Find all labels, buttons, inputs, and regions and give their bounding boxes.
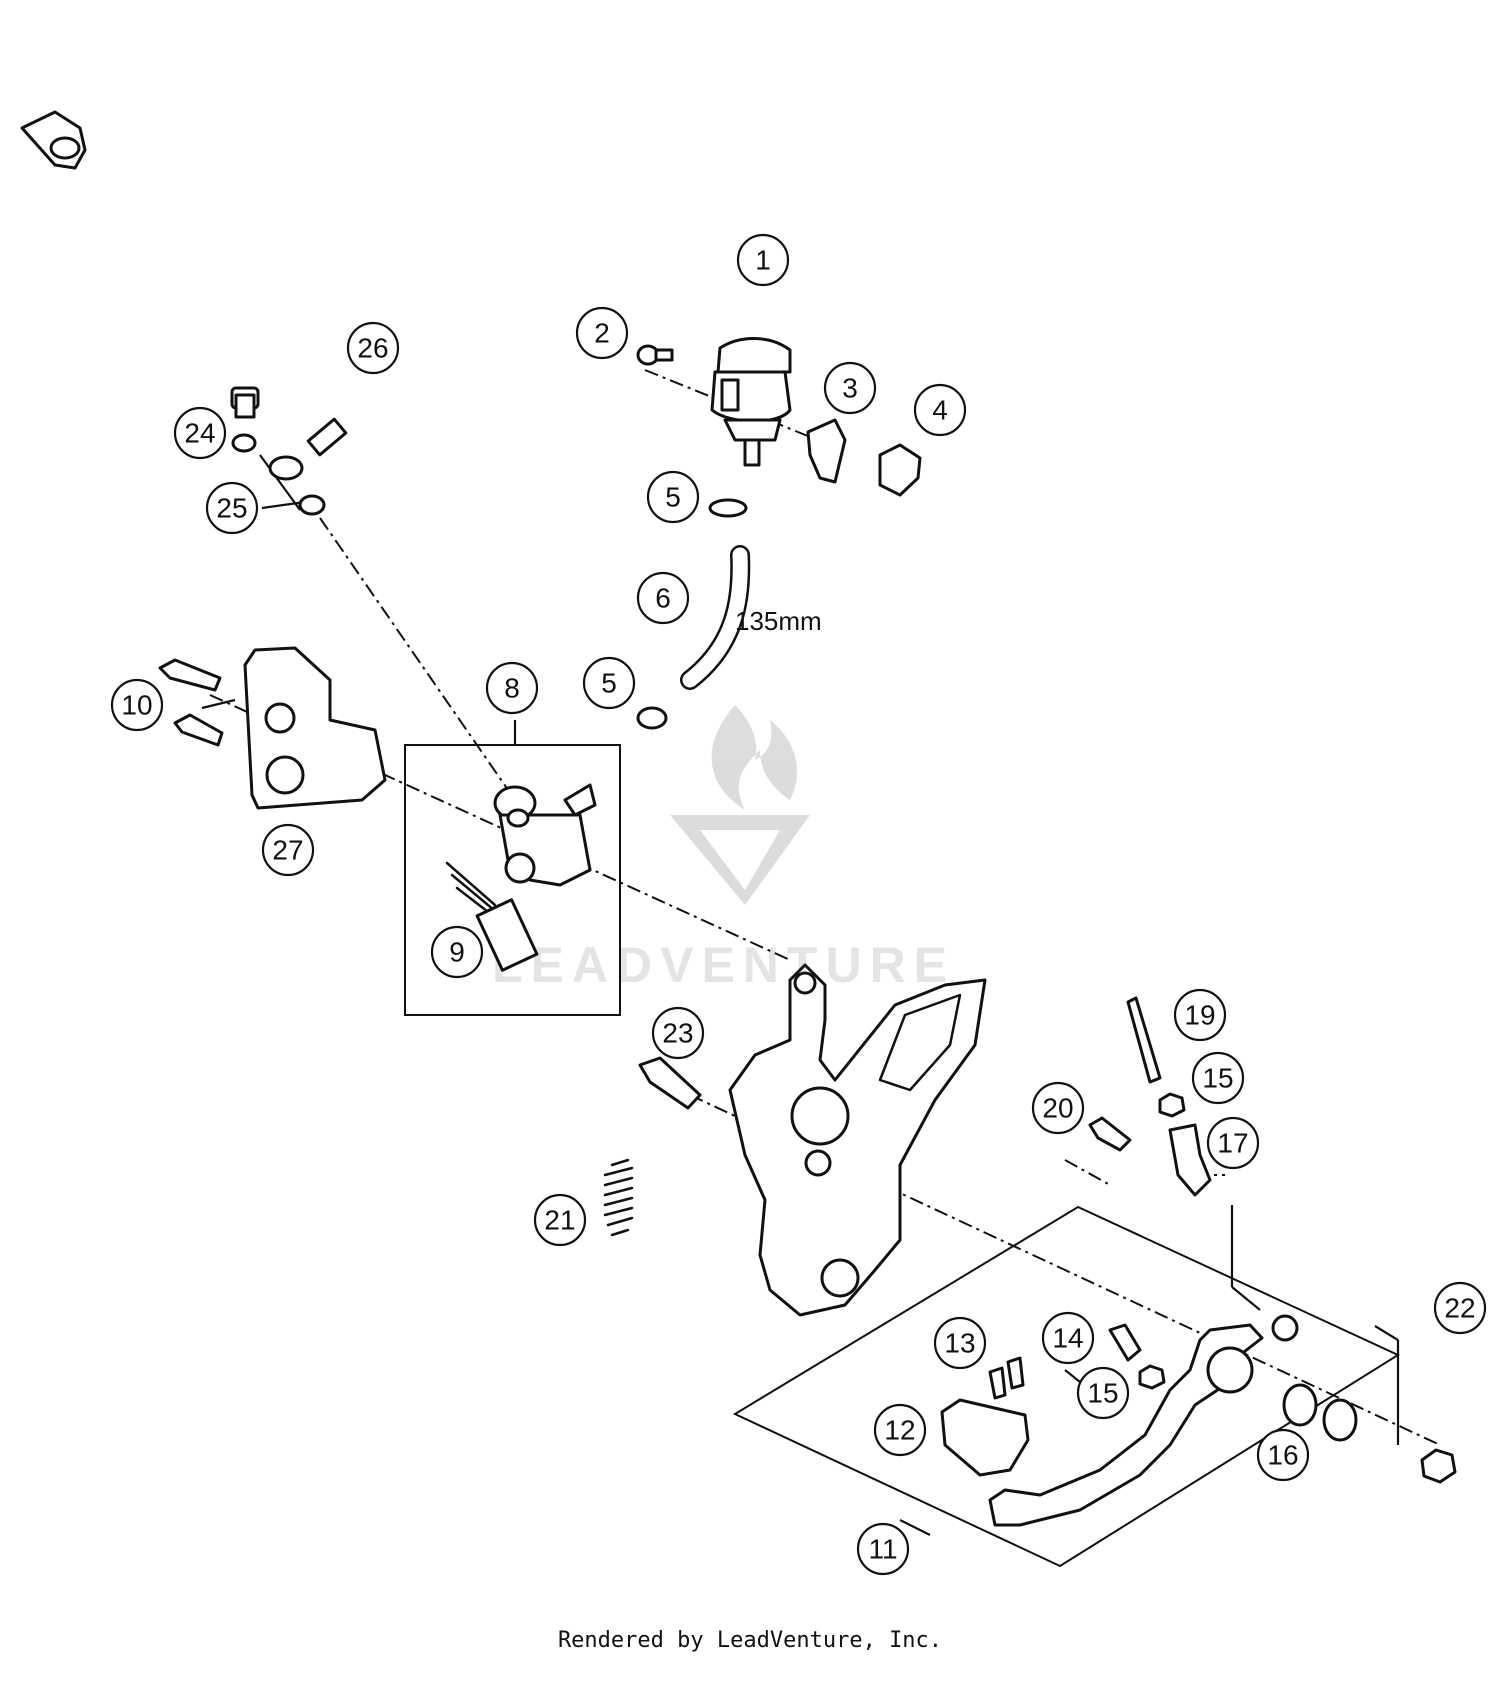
svg-text:22: 22 bbox=[1444, 1293, 1475, 1324]
bleeder-screw bbox=[230, 386, 260, 419]
svg-text:6: 6 bbox=[655, 583, 671, 614]
callout-21: 21 bbox=[533, 1193, 587, 1247]
callout-8: 8 bbox=[485, 661, 539, 715]
svg-text:15: 15 bbox=[1087, 1378, 1118, 1409]
svg-text:16: 16 bbox=[1267, 1440, 1298, 1471]
callout-24: 24 bbox=[173, 406, 227, 460]
svg-text:27: 27 bbox=[272, 835, 303, 866]
callout-14: 14 bbox=[1041, 1311, 1095, 1365]
svg-text:12: 12 bbox=[884, 1415, 915, 1446]
svg-text:5: 5 bbox=[601, 668, 617, 699]
svg-text:10: 10 bbox=[121, 690, 152, 721]
svg-text:19: 19 bbox=[1184, 1000, 1215, 1031]
render-credit: Rendered by LeadVenture, Inc. bbox=[557, 1628, 943, 1653]
svg-text:20: 20 bbox=[1042, 1093, 1073, 1124]
brake-hose bbox=[20, 110, 435, 481]
svg-text:4: 4 bbox=[932, 395, 948, 426]
svg-text:8: 8 bbox=[504, 673, 520, 704]
svg-text:15: 15 bbox=[1202, 1063, 1233, 1094]
callout-10: 10 bbox=[110, 678, 164, 732]
pedal-bushing-right bbox=[1322, 1398, 1358, 1442]
callout-6: 6 bbox=[636, 571, 690, 625]
brake-pedal bbox=[988, 1314, 1299, 1527]
watermark-text: LEADVENTURE bbox=[492, 937, 955, 993]
callout-5-lower: 5 bbox=[582, 656, 636, 710]
svg-text:24: 24 bbox=[184, 418, 215, 449]
svg-text:9: 9 bbox=[449, 937, 465, 968]
clevis-bolt bbox=[1088, 1116, 1132, 1152]
clevis bbox=[1168, 1123, 1212, 1197]
kit-box-master-cylinder bbox=[404, 744, 621, 1016]
hex-nut-lower bbox=[1138, 1364, 1166, 1390]
callout-22: 22 bbox=[1433, 1281, 1487, 1335]
svg-text:14: 14 bbox=[1052, 1323, 1083, 1354]
svg-text:5: 5 bbox=[665, 482, 681, 513]
callout-1: 1 bbox=[736, 233, 790, 287]
heel-guard-bolts bbox=[158, 658, 224, 747]
callout-17: 17 bbox=[1206, 1116, 1260, 1170]
callout-19: 19 bbox=[1173, 988, 1227, 1042]
sealing-washer-upper bbox=[231, 433, 257, 453]
callout-20: 20 bbox=[1031, 1081, 1085, 1135]
hose-clamp-upper bbox=[708, 498, 748, 518]
return-spring bbox=[603, 1158, 634, 1237]
callout-15-lower: 15 bbox=[1076, 1366, 1130, 1420]
reservoir-holder bbox=[806, 418, 847, 484]
callout-11: 11 bbox=[856, 1522, 910, 1576]
callout-26: 26 bbox=[346, 321, 400, 375]
hose-clip bbox=[878, 443, 922, 497]
sealing-washer-lower bbox=[298, 494, 326, 516]
tip-screws bbox=[988, 1356, 1025, 1400]
svg-text:11: 11 bbox=[868, 1534, 897, 1565]
pushrod-pin bbox=[1126, 996, 1162, 1084]
callout-23: 23 bbox=[651, 1006, 705, 1060]
reservoir-screw bbox=[636, 344, 674, 366]
callout-4: 4 bbox=[913, 383, 967, 437]
hose-length-label: 135mm bbox=[735, 606, 822, 636]
callout-12: 12 bbox=[873, 1403, 927, 1457]
brake-fluid-reservoir bbox=[710, 337, 792, 467]
leadventure-watermark: LEADVENTURE bbox=[492, 705, 955, 993]
footrest-bracket bbox=[728, 963, 987, 1317]
svg-text:2: 2 bbox=[594, 318, 610, 349]
master-cylinder-piston-kit bbox=[445, 861, 539, 972]
svg-text:17: 17 bbox=[1217, 1128, 1248, 1159]
pedal-bushing-left bbox=[1282, 1383, 1318, 1427]
brake-pedal-tip bbox=[940, 1398, 1030, 1477]
callout-15-upper: 15 bbox=[1191, 1051, 1245, 1105]
flame-logo-icon bbox=[711, 705, 798, 810]
callout-16: 16 bbox=[1256, 1428, 1310, 1482]
heel-guard bbox=[243, 646, 387, 810]
callout-3: 3 bbox=[823, 361, 877, 415]
hex-nut-upper bbox=[1158, 1092, 1186, 1118]
svg-text:23: 23 bbox=[662, 1018, 693, 1049]
hose-clamp-lower bbox=[636, 706, 668, 730]
footrest-bracket-bolt bbox=[638, 1056, 702, 1110]
callout-2: 2 bbox=[575, 306, 629, 360]
pedal-pivot-nut bbox=[1420, 1448, 1457, 1484]
svg-text:13: 13 bbox=[944, 1328, 975, 1359]
svg-text:21: 21 bbox=[544, 1205, 575, 1236]
stop-screw bbox=[1108, 1323, 1142, 1362]
svg-text:26: 26 bbox=[357, 333, 388, 364]
callout-25: 25 bbox=[205, 481, 259, 535]
callout-9: 9 bbox=[430, 925, 484, 979]
callout-13: 13 bbox=[933, 1316, 987, 1370]
svg-text:25: 25 bbox=[216, 493, 247, 524]
callout-5-upper: 5 bbox=[646, 470, 700, 524]
rear-master-cylinder bbox=[493, 783, 597, 887]
v-logo-icon bbox=[670, 815, 810, 905]
svg-text:3: 3 bbox=[842, 373, 858, 404]
callout-27: 27 bbox=[261, 823, 315, 877]
svg-text:1: 1 bbox=[755, 245, 771, 276]
